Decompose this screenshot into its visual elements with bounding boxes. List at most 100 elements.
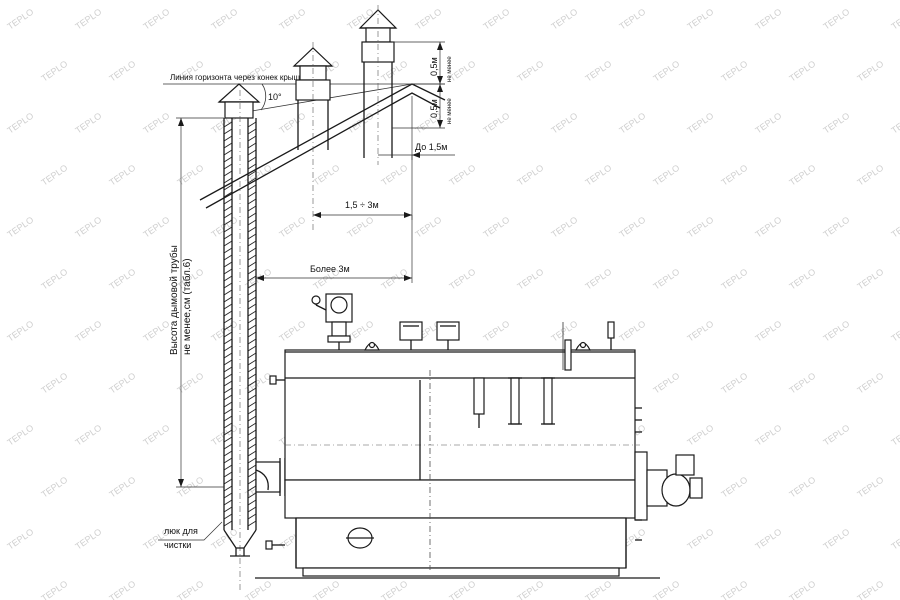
watermark-text: TEPLO xyxy=(617,215,647,240)
watermark-text: TEPLO xyxy=(73,423,103,448)
watermark-text: TEPLO xyxy=(5,527,35,552)
watermark-text: TEPLO xyxy=(107,579,137,600)
dim-upper-note: не менее xyxy=(447,56,453,82)
watermark-text: TEPLO xyxy=(719,371,749,396)
watermark-text: TEPLO xyxy=(141,7,171,32)
watermark-text: TEPLO xyxy=(753,111,783,136)
dim-right-vertical xyxy=(392,41,445,129)
watermark-text: TEPLO xyxy=(39,371,69,396)
watermark-text: TEPLO xyxy=(787,475,817,500)
level-gauges xyxy=(473,377,555,428)
chimney-pipe xyxy=(223,90,257,590)
top-gauges xyxy=(399,321,460,350)
watermark-text: TEPLO xyxy=(685,111,715,136)
watermark-text: TEPLO xyxy=(515,163,545,188)
watermark-text: TEPLO xyxy=(515,579,545,600)
watermark-text: TEPLO xyxy=(889,527,900,552)
watermark-text: TEPLO xyxy=(889,215,900,240)
watermark-text: TEPLO xyxy=(549,111,579,136)
watermark-text: TEPLO xyxy=(821,7,851,32)
watermark-text: TEPLO xyxy=(583,579,613,600)
watermark-text: TEPLO xyxy=(855,267,885,292)
dim-up-to-label: До 1,5м xyxy=(415,142,447,152)
watermark-text: TEPLO xyxy=(651,163,681,188)
watermark-text: TEPLO xyxy=(5,111,35,136)
chimney-main-cap xyxy=(217,83,261,119)
watermark-text: TEPLO xyxy=(73,111,103,136)
watermark-text: TEPLO xyxy=(787,579,817,600)
watermark-text: TEPLO xyxy=(685,423,715,448)
safety-valve xyxy=(311,293,353,350)
watermark-text: TEPLO xyxy=(821,215,851,240)
watermark-text: TEPLO xyxy=(787,59,817,84)
watermark-text: TEPLO xyxy=(5,319,35,344)
watermark-text: TEPLO xyxy=(73,215,103,240)
watermark-text: TEPLO xyxy=(107,475,137,500)
dim-more-than xyxy=(256,215,413,283)
watermark-text: TEPLO xyxy=(73,319,103,344)
watermark-text: TEPLO xyxy=(719,163,749,188)
watermark-text: TEPLO xyxy=(481,7,511,32)
watermark-text: TEPLO xyxy=(107,267,137,292)
watermark-text: TEPLO xyxy=(651,267,681,292)
flue-connector xyxy=(255,458,286,496)
watermark-text: TEPLO xyxy=(719,579,749,600)
watermark-text: TEPLO xyxy=(855,371,885,396)
watermark-text: TEPLO xyxy=(209,7,239,32)
angle-arc xyxy=(260,83,267,111)
watermark-text: TEPLO xyxy=(73,527,103,552)
angle-label: 10° xyxy=(268,92,282,102)
watermark-text: TEPLO xyxy=(549,215,579,240)
hatch-leader xyxy=(158,521,223,541)
watermark-text: TEPLO xyxy=(651,59,681,84)
watermark-text: TEPLO xyxy=(447,163,477,188)
watermark-text: TEPLO xyxy=(855,475,885,500)
watermark-text: TEPLO xyxy=(277,111,307,136)
watermark-text: TEPLO xyxy=(821,111,851,136)
boiler-hatch xyxy=(346,527,374,549)
hatch-label: люк для xyxy=(164,526,198,536)
watermark-text: TEPLO xyxy=(413,215,443,240)
watermark-text: TEPLO xyxy=(685,319,715,344)
watermark-text: TEPLO xyxy=(583,163,613,188)
boiler-body xyxy=(284,349,640,577)
left-valves xyxy=(265,375,285,550)
watermark-text: TEPLO xyxy=(515,59,545,84)
watermark-text: TEPLO xyxy=(107,371,137,396)
watermark-text: TEPLO xyxy=(889,111,900,136)
watermark-text: TEPLO xyxy=(583,267,613,292)
watermark-text: TEPLO xyxy=(379,163,409,188)
watermark-text: TEPLO xyxy=(617,319,647,344)
watermark-text: TEPLO xyxy=(379,579,409,600)
watermark-text: TEPLO xyxy=(753,319,783,344)
watermark-text: TEPLO xyxy=(447,267,477,292)
watermark-text: TEPLO xyxy=(107,59,137,84)
watermark-text: TEPLO xyxy=(855,579,885,600)
watermark-text: TEPLO xyxy=(5,7,35,32)
side-fittings xyxy=(635,407,642,541)
chimney-height-label: Высота дымовой трубы xyxy=(168,245,180,355)
watermark-text: TEPLO xyxy=(787,371,817,396)
watermark-text: TEPLO xyxy=(175,579,205,600)
watermark-text: TEPLO xyxy=(821,423,851,448)
hatch-label-2: чистки xyxy=(164,540,191,550)
burner xyxy=(634,451,703,521)
dim-chimney-height xyxy=(176,117,224,488)
watermark-text: TEPLO xyxy=(617,7,647,32)
lifting-lugs xyxy=(364,341,591,351)
watermark-text: TEPLO xyxy=(855,59,885,84)
watermark-text: TEPLO xyxy=(345,111,375,136)
watermark-text: TEPLO xyxy=(481,319,511,344)
watermark-text: TEPLO xyxy=(345,215,375,240)
watermark-text: TEPLO xyxy=(73,7,103,32)
dim-up-to xyxy=(378,96,455,160)
watermark-text: TEPLO xyxy=(719,267,749,292)
watermark-text: TEPLO xyxy=(583,59,613,84)
watermark-text: TEPLO xyxy=(651,371,681,396)
watermark-text: TEPLO xyxy=(719,59,749,84)
watermark-text: TEPLO xyxy=(175,371,205,396)
watermark-text: TEPLO xyxy=(39,475,69,500)
watermark-text: TEPLO xyxy=(311,579,341,600)
watermark-text: TEPLO xyxy=(889,7,900,32)
